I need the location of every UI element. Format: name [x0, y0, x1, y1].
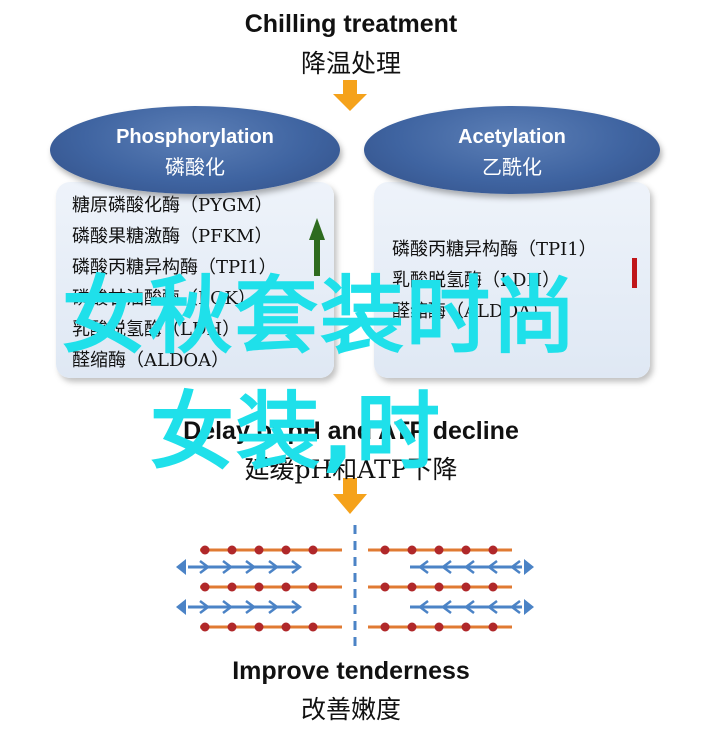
list-item: 磷酸丙糖异构酶（TPI1）	[72, 257, 277, 278]
footer-title-zh: 改善嫩度	[300, 695, 401, 724]
list-item: 磷酸甘油酸酶（PGK）	[72, 288, 256, 309]
list-item: 醛缩酶（ALDOA）	[72, 350, 230, 371]
phosphorylation-panel	[56, 182, 334, 378]
acetylation-panel	[374, 182, 650, 378]
list-item: 醛缩酶（ALDOA）	[392, 301, 550, 322]
list-item: 乳酸脱氢酶（LDH）	[392, 270, 561, 291]
middle-title-zh: 延缓pH和ATP下降	[244, 455, 458, 484]
header-title-zh: 降温处理	[300, 49, 401, 78]
header-title-en: Chilling treatment	[244, 10, 458, 38]
watermark-line-1: 女秋套装时尚	[62, 267, 579, 365]
middle-title-en: Delay of pH and ATP decline	[183, 417, 519, 445]
list-item: 糖原磷酸化酶（PYGM）	[72, 195, 273, 216]
watermark-line-2: 女装,时	[150, 383, 442, 481]
footer-title-en: Improve tenderness	[232, 657, 470, 685]
phosphorylation-oval: Phosphorylation 磷酸化	[50, 106, 340, 194]
arrow-down-icon-top	[333, 80, 367, 111]
phosphorylation-title-zh: 磷酸化	[165, 155, 225, 179]
list-item: 乳酸脱氢酶（LDH）	[72, 319, 241, 340]
phosphorylation-title-en: Phosphorylation	[116, 126, 274, 148]
acetylation-title-en: Acetylation	[458, 126, 566, 148]
phosphorylation-enzyme-list: 糖原磷酸化酶（PYGM） 磷酸果糖激酶（PFKM） 磷酸丙糖异构酶（TPI1） …	[72, 190, 277, 376]
acetylation-enzyme-list: 磷酸丙糖异构酶（TPI1） 乳酸脱氢酶（LDH） 醛缩酶（ALDOA）	[392, 234, 597, 327]
list-item: 磷酸丙糖异构酶（TPI1）	[392, 239, 597, 260]
arrow-down-icon-bottom	[333, 478, 367, 514]
acetylation-title-zh: 乙酰化	[482, 155, 542, 179]
acetylation-oval: Acetylation 乙酰化	[364, 106, 660, 194]
list-item: 磷酸果糖激酶（PFKM）	[72, 226, 273, 247]
